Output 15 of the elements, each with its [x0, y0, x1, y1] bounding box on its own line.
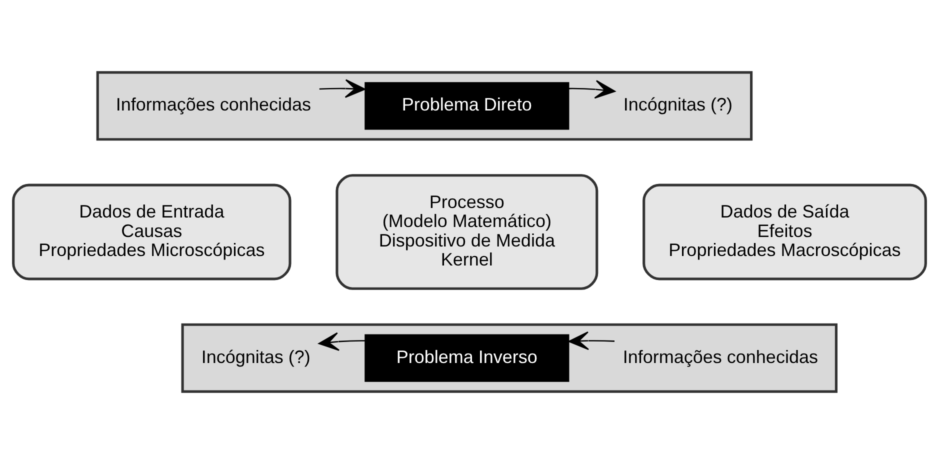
node-box: Problema Inverso: [364, 334, 570, 382]
cluster: [96, 70, 753, 140]
node-text: Informações conhecidas: [116, 94, 311, 114]
node-box: Problema Direto: [364, 82, 570, 130]
node-text: Incógnitas (?): [623, 94, 732, 114]
cluster: [181, 322, 838, 392]
arrow: [568, 80, 616, 98]
node-text: Informações conhecidas: [622, 346, 818, 366]
node-box: Processo (Modelo Matemático) Dispositivo de Medida Kernel: [336, 174, 598, 290]
arrow: [319, 78, 366, 98]
arrow: [568, 330, 615, 350]
arrow: [318, 332, 366, 350]
node-box: Dados de Entrada Causas Propriedades Microscópicas: [12, 183, 292, 280]
node-box: Dados de Saída Efeitos Propriedades Macroscópicas: [642, 183, 927, 280]
node-text: Incógnitas (?): [201, 346, 310, 366]
